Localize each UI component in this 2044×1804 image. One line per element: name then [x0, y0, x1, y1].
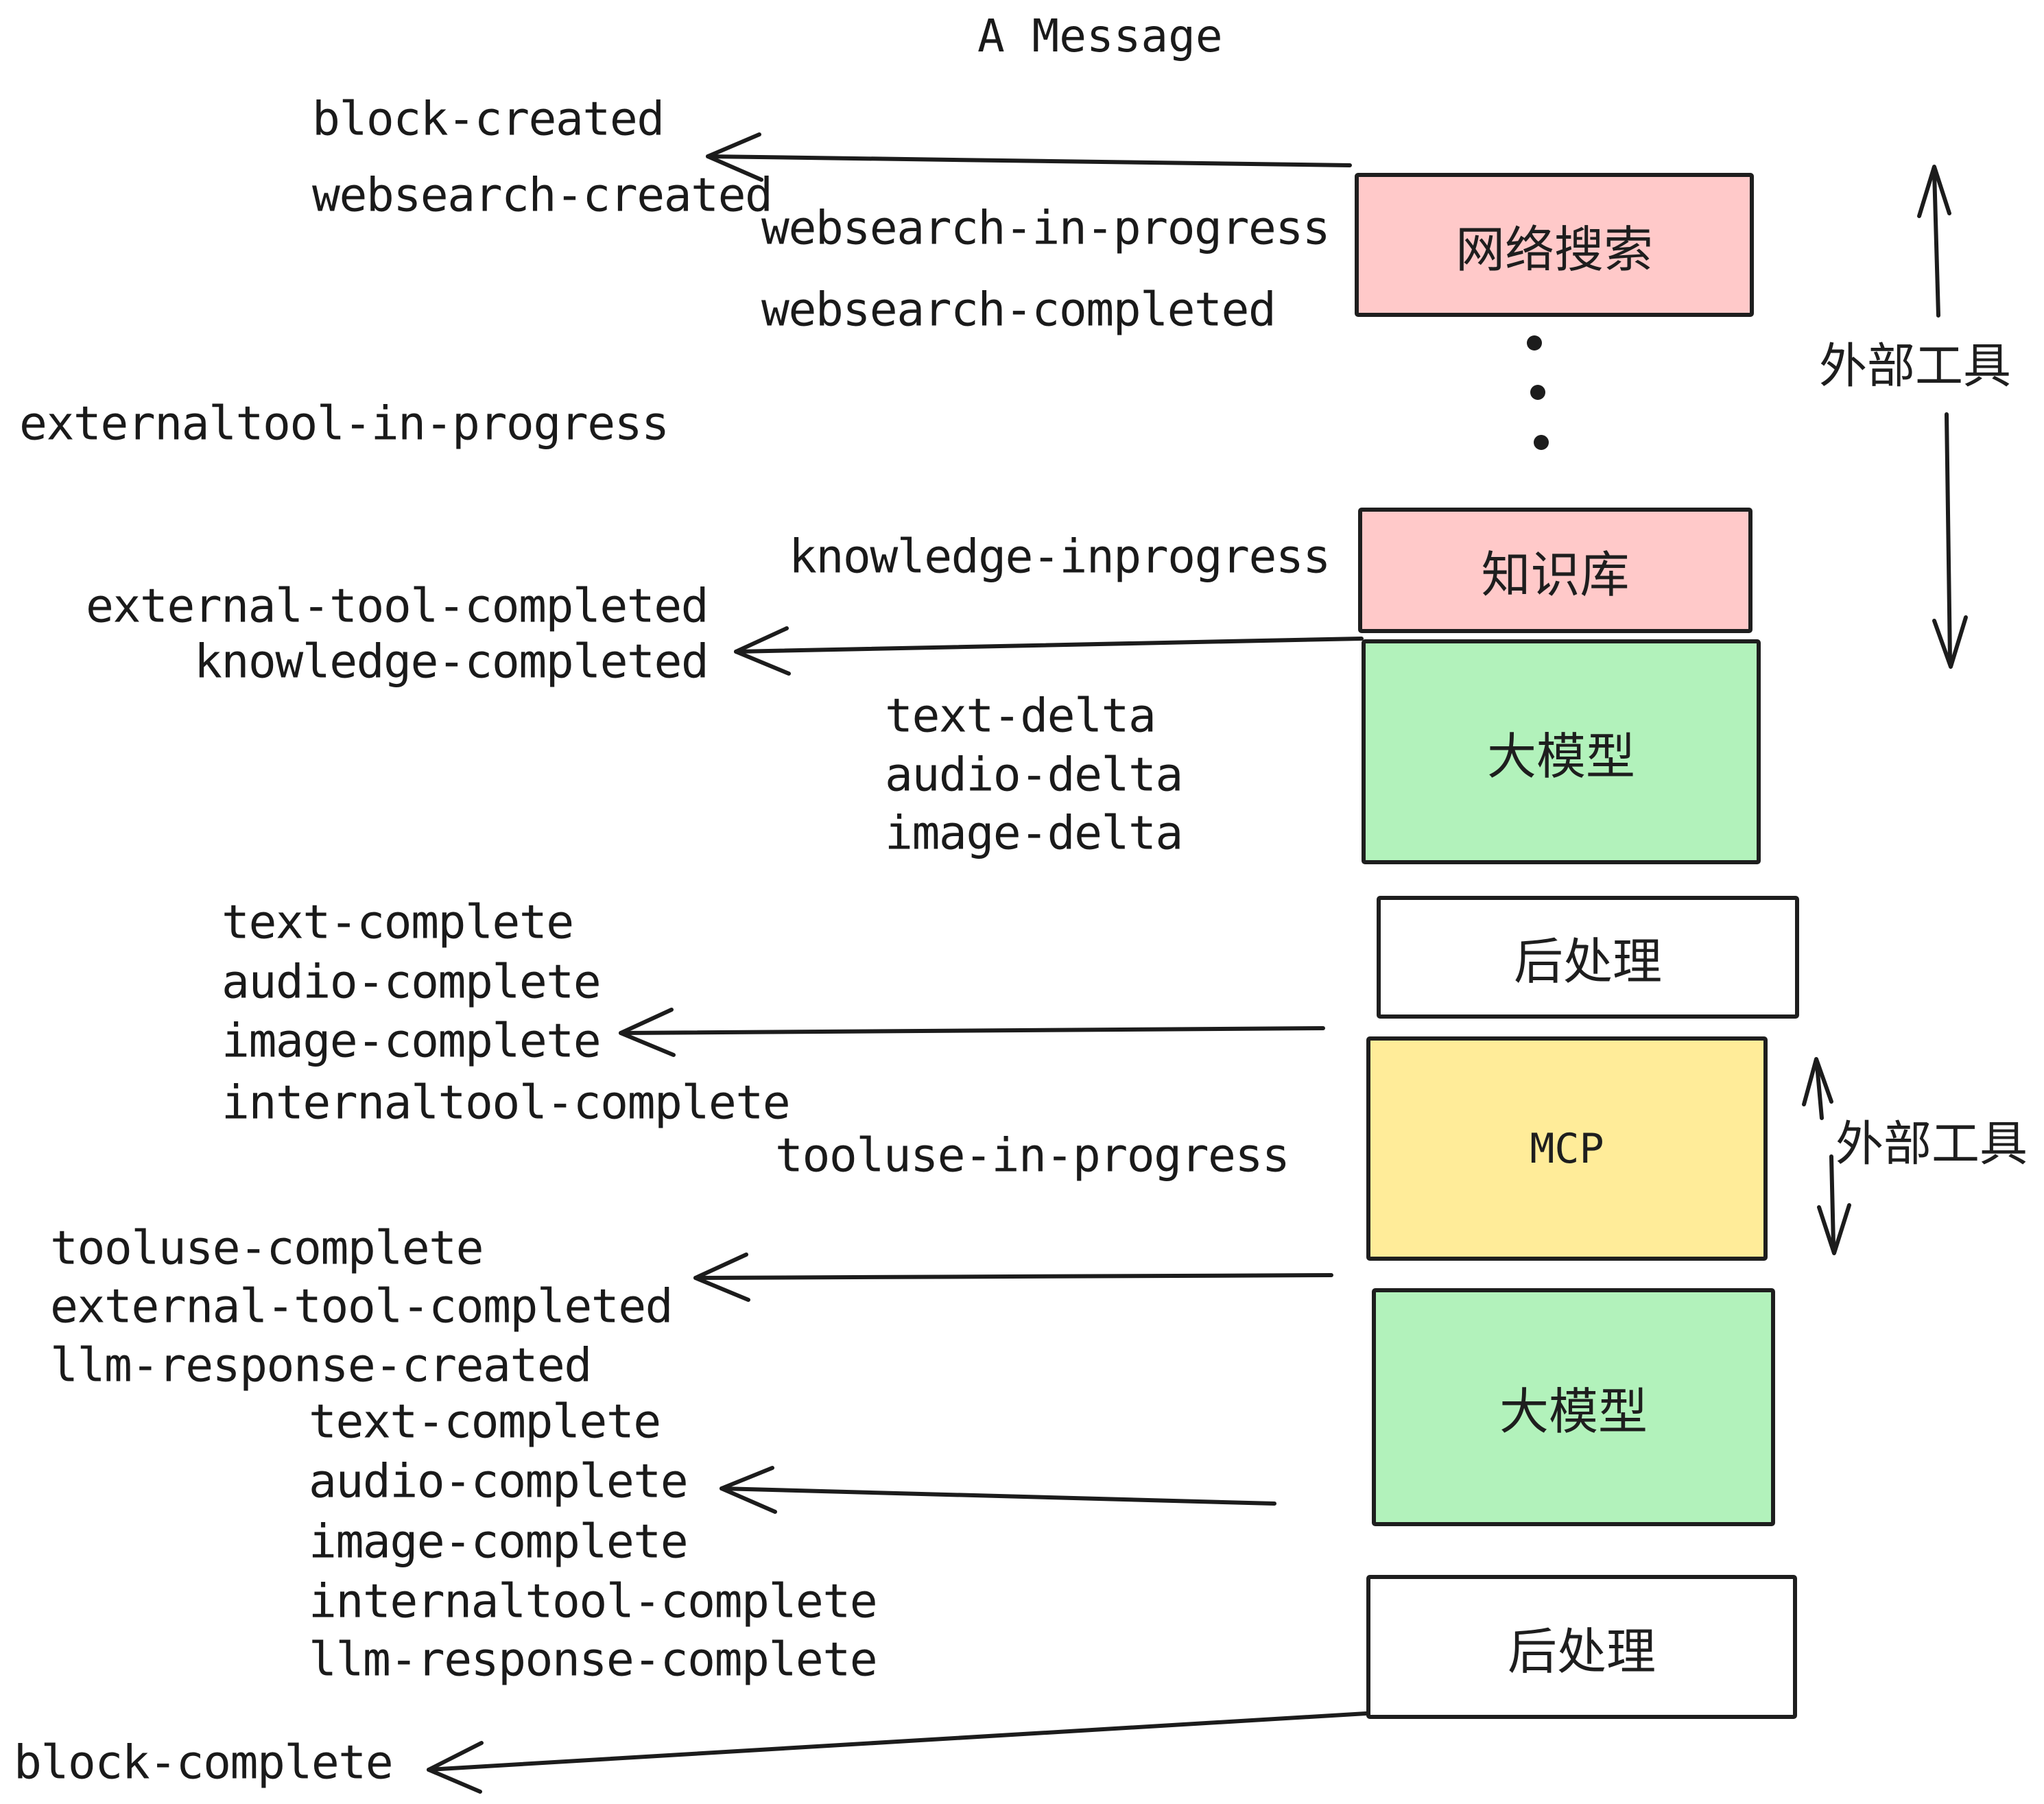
box-llm-2: 大模型 — [1372, 1288, 1775, 1526]
event-label-internaltool-complete-2: internaltool-complete — [309, 1574, 878, 1629]
box-knowledge: 知识库 — [1358, 508, 1752, 633]
event-label-audio-complete-2: audio-complete — [309, 1454, 689, 1509]
event-label-block-created: block-created — [312, 92, 665, 147]
box-websearch: 网络搜索 — [1355, 173, 1754, 317]
arrow-to-audio-complete — [720, 1466, 1276, 1514]
event-label-knowledge-inprogress: knowledge-inprogress — [789, 530, 1331, 584]
event-label-tooluse-complete: tooluse-complete — [50, 1221, 484, 1276]
event-label-llm-response-complete: llm-response-complete — [309, 1633, 878, 1687]
event-label-external-tool-completed-2: external-tool-completed — [50, 1279, 674, 1334]
event-label-tooluse-in-progress: tooluse-in-progress — [775, 1128, 1290, 1183]
box-postprocess-2: 后处理 — [1366, 1575, 1797, 1719]
arrow-mcp-external-up — [1802, 1057, 1833, 1120]
event-label-block-complete: block-complete — [14, 1735, 394, 1790]
event-label-image-complete-2: image-complete — [309, 1515, 689, 1569]
event-label-image-complete: image-complete — [222, 1014, 602, 1069]
event-label-knowledge-completed: knowledge-completed — [194, 634, 709, 689]
event-label-audio-complete: audio-complete — [222, 955, 602, 1010]
arrow-to-image-complete — [619, 1008, 1325, 1057]
event-label-text-complete-2: text-complete — [309, 1394, 661, 1449]
vertical-ellipsis-icon — [1527, 335, 1549, 450]
page-title: A Message — [977, 10, 1223, 62]
box-mcp: MCP — [1366, 1036, 1768, 1261]
arrow-to-block-complete — [427, 1711, 1368, 1794]
event-label-websearch-completed: websearch-completed — [761, 283, 1276, 337]
external-tools-label-1: 外部工具 — [1819, 337, 2011, 394]
arrow-to-block-created — [706, 132, 1352, 182]
arrow-to-knowledge-completed — [734, 626, 1364, 676]
event-label-llm-response-created: llm-response-created — [50, 1338, 592, 1393]
event-label-websearch-in-progress: websearch-in-progress — [761, 201, 1331, 256]
event-label-external-tool-completed: external-tool-completed — [86, 579, 709, 634]
event-label-text-complete: text-complete — [222, 895, 574, 950]
event-label-image-delta: image-delta — [885, 806, 1183, 861]
arrow-external-tools-down — [1932, 412, 1968, 669]
arrow-to-tooluse-complete — [693, 1253, 1333, 1302]
arrow-external-tools-up — [1917, 165, 1951, 318]
box-llm-1: 大模型 — [1362, 639, 1761, 864]
event-label-externaltool-in-progress: externaltool-in-progress — [19, 396, 669, 451]
external-tools-label-2: 外部工具 — [1835, 1115, 2028, 1172]
event-label-text-delta: text-delta — [885, 689, 1156, 744]
box-postprocess-1: 后处理 — [1377, 896, 1799, 1019]
event-label-internaltool-complete: internaltool-complete — [222, 1076, 791, 1130]
event-label-audio-delta: audio-delta — [885, 748, 1183, 803]
event-label-websearch-created: websearch-created — [312, 168, 773, 223]
